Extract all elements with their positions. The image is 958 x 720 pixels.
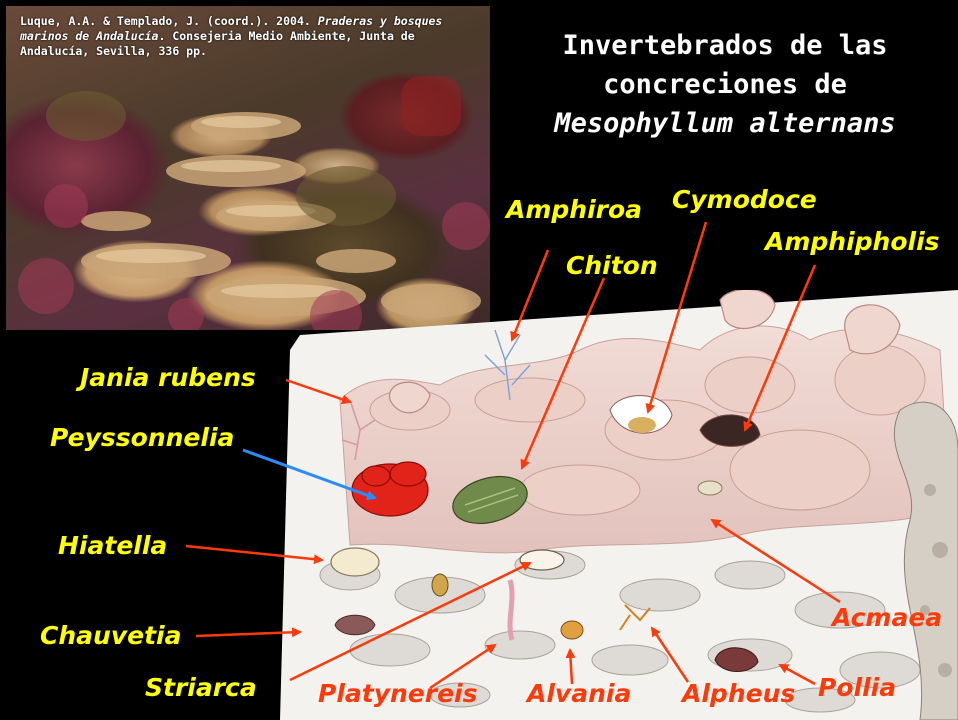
concretion-illustration: [280, 290, 958, 720]
label-platynereis: Platynereis: [318, 680, 478, 708]
label-pollia: Pollia: [818, 674, 896, 702]
reef-photo: Luque, A.A. & Templado, J. (coord.). 200…: [6, 6, 490, 330]
citation-part1: Luque, A.A. & Templado, J. (coord.). 200…: [20, 14, 318, 28]
title-line-2: concreciones de: [500, 65, 950, 104]
label-jania-rubens: Jania rubens: [80, 364, 256, 392]
title-line-3: Mesophyllum alternans: [500, 104, 950, 143]
label-hiatella: Hiatella: [58, 532, 167, 560]
label-amphipholis: Amphipholis: [765, 228, 940, 256]
label-striarca: Striarca: [145, 674, 257, 702]
label-chauvetia: Chauvetia: [40, 622, 181, 650]
label-alvania: Alvania: [527, 680, 631, 708]
label-alpheus: Alpheus: [682, 680, 795, 708]
label-amphiroa: Amphiroa: [506, 196, 642, 224]
label-acmaea: Acmaea: [832, 604, 942, 632]
label-peyssonnelia: Peyssonnelia: [50, 424, 234, 452]
title-line-1: Invertebrados de las: [500, 26, 950, 65]
slide-title: Invertebrados de las concreciones de Mes…: [500, 26, 950, 143]
label-chiton: Chiton: [566, 252, 658, 280]
label-cymodoce: Cymodoce: [672, 186, 817, 214]
citation-text: Luque, A.A. & Templado, J. (coord.). 200…: [20, 14, 490, 59]
